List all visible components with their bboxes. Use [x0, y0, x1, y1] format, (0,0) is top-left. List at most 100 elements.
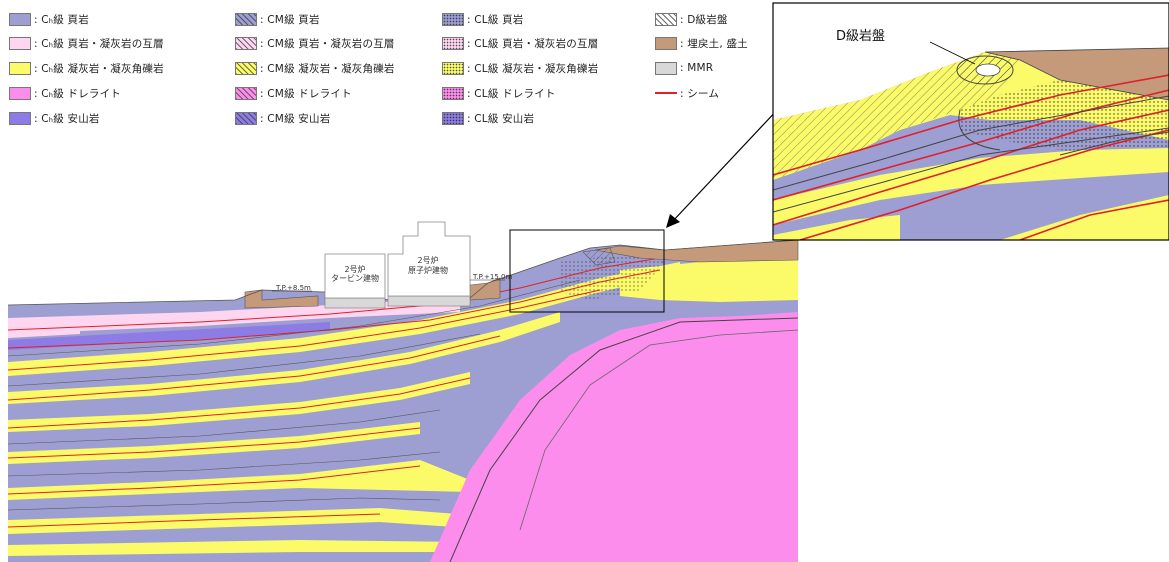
legend-swatch: [235, 12, 257, 26]
turbine-label-1: 2号炉: [344, 264, 365, 274]
reactor-building: 2号炉 原子炉建物: [387, 221, 471, 297]
legend-swatch: [442, 12, 464, 26]
stratum-outline: [8, 497, 441, 511]
inset-outlines: [773, 95, 1169, 213]
stratum-outline: [8, 409, 441, 445]
tuff-band-7: [8, 540, 470, 556]
inset-seams: [773, 74, 1169, 240]
turbine-building: 2号炉 タービン建物: [324, 253, 386, 299]
legend-label: : Cₕ級 凝灰岩・凝灰角礫岩: [34, 62, 164, 75]
legend-label: : CL級 頁岩: [467, 13, 524, 26]
inset-outline: [958, 109, 1001, 151]
legend-label: : シーム: [680, 87, 720, 100]
legend-swatch: [9, 12, 31, 26]
legend-item: : シーム: [655, 85, 719, 101]
strata-outlines: [8, 279, 798, 562]
legend-swatch: [442, 86, 464, 100]
tuff-band-2: [8, 312, 560, 404]
legend-item: : Cₕ級 頁岩: [9, 11, 89, 27]
legend-label: : 埋戻土, 盛土: [680, 37, 748, 50]
dolerite-contact: [449, 317, 798, 562]
dolerite-inner-line: [519, 329, 798, 531]
seam-line: [8, 269, 661, 349]
ground-surface: [7, 239, 799, 306]
legend-item: : CL級 ドレライト: [442, 85, 556, 101]
legend-swatch: [9, 36, 31, 50]
tuff-band-3: [8, 372, 470, 432]
reactor-label-1: 2号炉: [417, 255, 438, 265]
inset-tuff-lower-3: [773, 215, 900, 240]
stratum-outline: [8, 333, 481, 387]
legend-swatch: [655, 61, 677, 75]
inset-seam: [773, 89, 1169, 201]
zoom-box: [509, 229, 665, 313]
andesite-band-upper: [8, 322, 330, 350]
legend-label: : CL級 頁岩・凝灰岩の互層: [467, 37, 599, 50]
inset-seam: [773, 74, 1169, 176]
tuff-band-1: [8, 262, 680, 376]
dolerite-intrusion: [430, 312, 798, 562]
legend-item: : Cₕ級 ドレライト: [9, 85, 121, 101]
legend-item: : CM級 頁岩: [235, 11, 320, 27]
inset-fill-soil: [984, 47, 1169, 101]
legend-label: : CM級 頁岩: [260, 13, 320, 26]
legend-item: : CL級 凝灰岩・凝灰角礫岩: [442, 60, 598, 76]
legend-swatch: [9, 111, 31, 125]
legend-swatch: [655, 36, 677, 50]
legend-item: : 埋戻土, 盛土: [655, 35, 748, 51]
legend-swatch: [9, 86, 31, 100]
legend-item: : D級岩盤: [655, 11, 728, 27]
legend-label: : Cₕ級 安山岩: [34, 112, 100, 125]
legend-label: : CL級 凝灰岩・凝灰角礫岩: [467, 62, 599, 75]
legend-item: : CM級 凝灰岩・凝灰角礫岩: [235, 60, 395, 76]
elevation-left: T.P.+8.5m: [275, 284, 311, 292]
legend-item: : CM級 ドレライト: [235, 85, 352, 101]
turbine-label-2: タービン建物: [331, 273, 379, 283]
legend-swatch: [442, 36, 464, 50]
elevation-right: T.P.+15.0m: [472, 273, 512, 281]
legend-swatch: [655, 92, 677, 94]
fill-soil-right: [594, 239, 799, 263]
reactor-label-2: 原子炉建物: [408, 265, 448, 275]
inset-tuff-upper-hatch: [773, 52, 1020, 180]
stratum-outline: [8, 279, 581, 357]
inset-outline: [1059, 131, 1169, 156]
legend-label: : CM級 安山岩: [260, 112, 331, 125]
reactor-building-outline: [387, 221, 471, 297]
inset-seam: [1019, 199, 1169, 240]
legend-label: : CM級 ドレライト: [260, 87, 352, 100]
legend-label: : MMR: [680, 62, 714, 74]
legend-label: : D級岩盤: [680, 13, 728, 26]
tuff-band-5: [8, 460, 470, 500]
legend-label: : CL級 安山岩: [467, 112, 535, 125]
inset-seam: [773, 109, 1169, 226]
legend-item: : Cₕ級 安山岩: [9, 110, 100, 126]
legend-item: : CL級 安山岩: [442, 110, 534, 126]
cl-zone: [560, 252, 665, 300]
inset-cl-zone: [960, 80, 1169, 160]
zoom-arrowhead: [666, 214, 680, 228]
seam-line: [8, 289, 601, 371]
legend-swatch: [235, 111, 257, 125]
inset-outline: [773, 127, 1169, 213]
legend-swatch: [442, 61, 464, 75]
legend-item: : MMR: [655, 60, 713, 76]
inset-strata: [773, 47, 1169, 240]
legend-label: : Cₕ級 頁岩・凝灰岩の互層: [34, 37, 164, 50]
stratum-outline: [8, 451, 441, 477]
seam-line: [8, 427, 421, 459]
legend-swatch: [235, 61, 257, 75]
legend-label: : CL級 ドレライト: [467, 87, 556, 100]
legend-item: : Cₕ級 凝灰岩・凝灰角礫岩: [9, 60, 164, 76]
turbine-building-outline: [324, 253, 386, 299]
seam-line: [8, 335, 501, 401]
legend-item: : CM級 頁岩・凝灰岩の互層: [235, 35, 395, 51]
legend-item: : CM級 安山岩: [235, 110, 330, 126]
inset-d-class-core: [975, 63, 1001, 77]
inset-tuff-lower-1: [773, 148, 1169, 225]
legend-item: : CL級 頁岩: [442, 11, 524, 27]
seam-line: [8, 465, 421, 495]
legend-label: : Cₕ級 頁岩: [34, 13, 89, 26]
inset-leader: [929, 41, 976, 65]
